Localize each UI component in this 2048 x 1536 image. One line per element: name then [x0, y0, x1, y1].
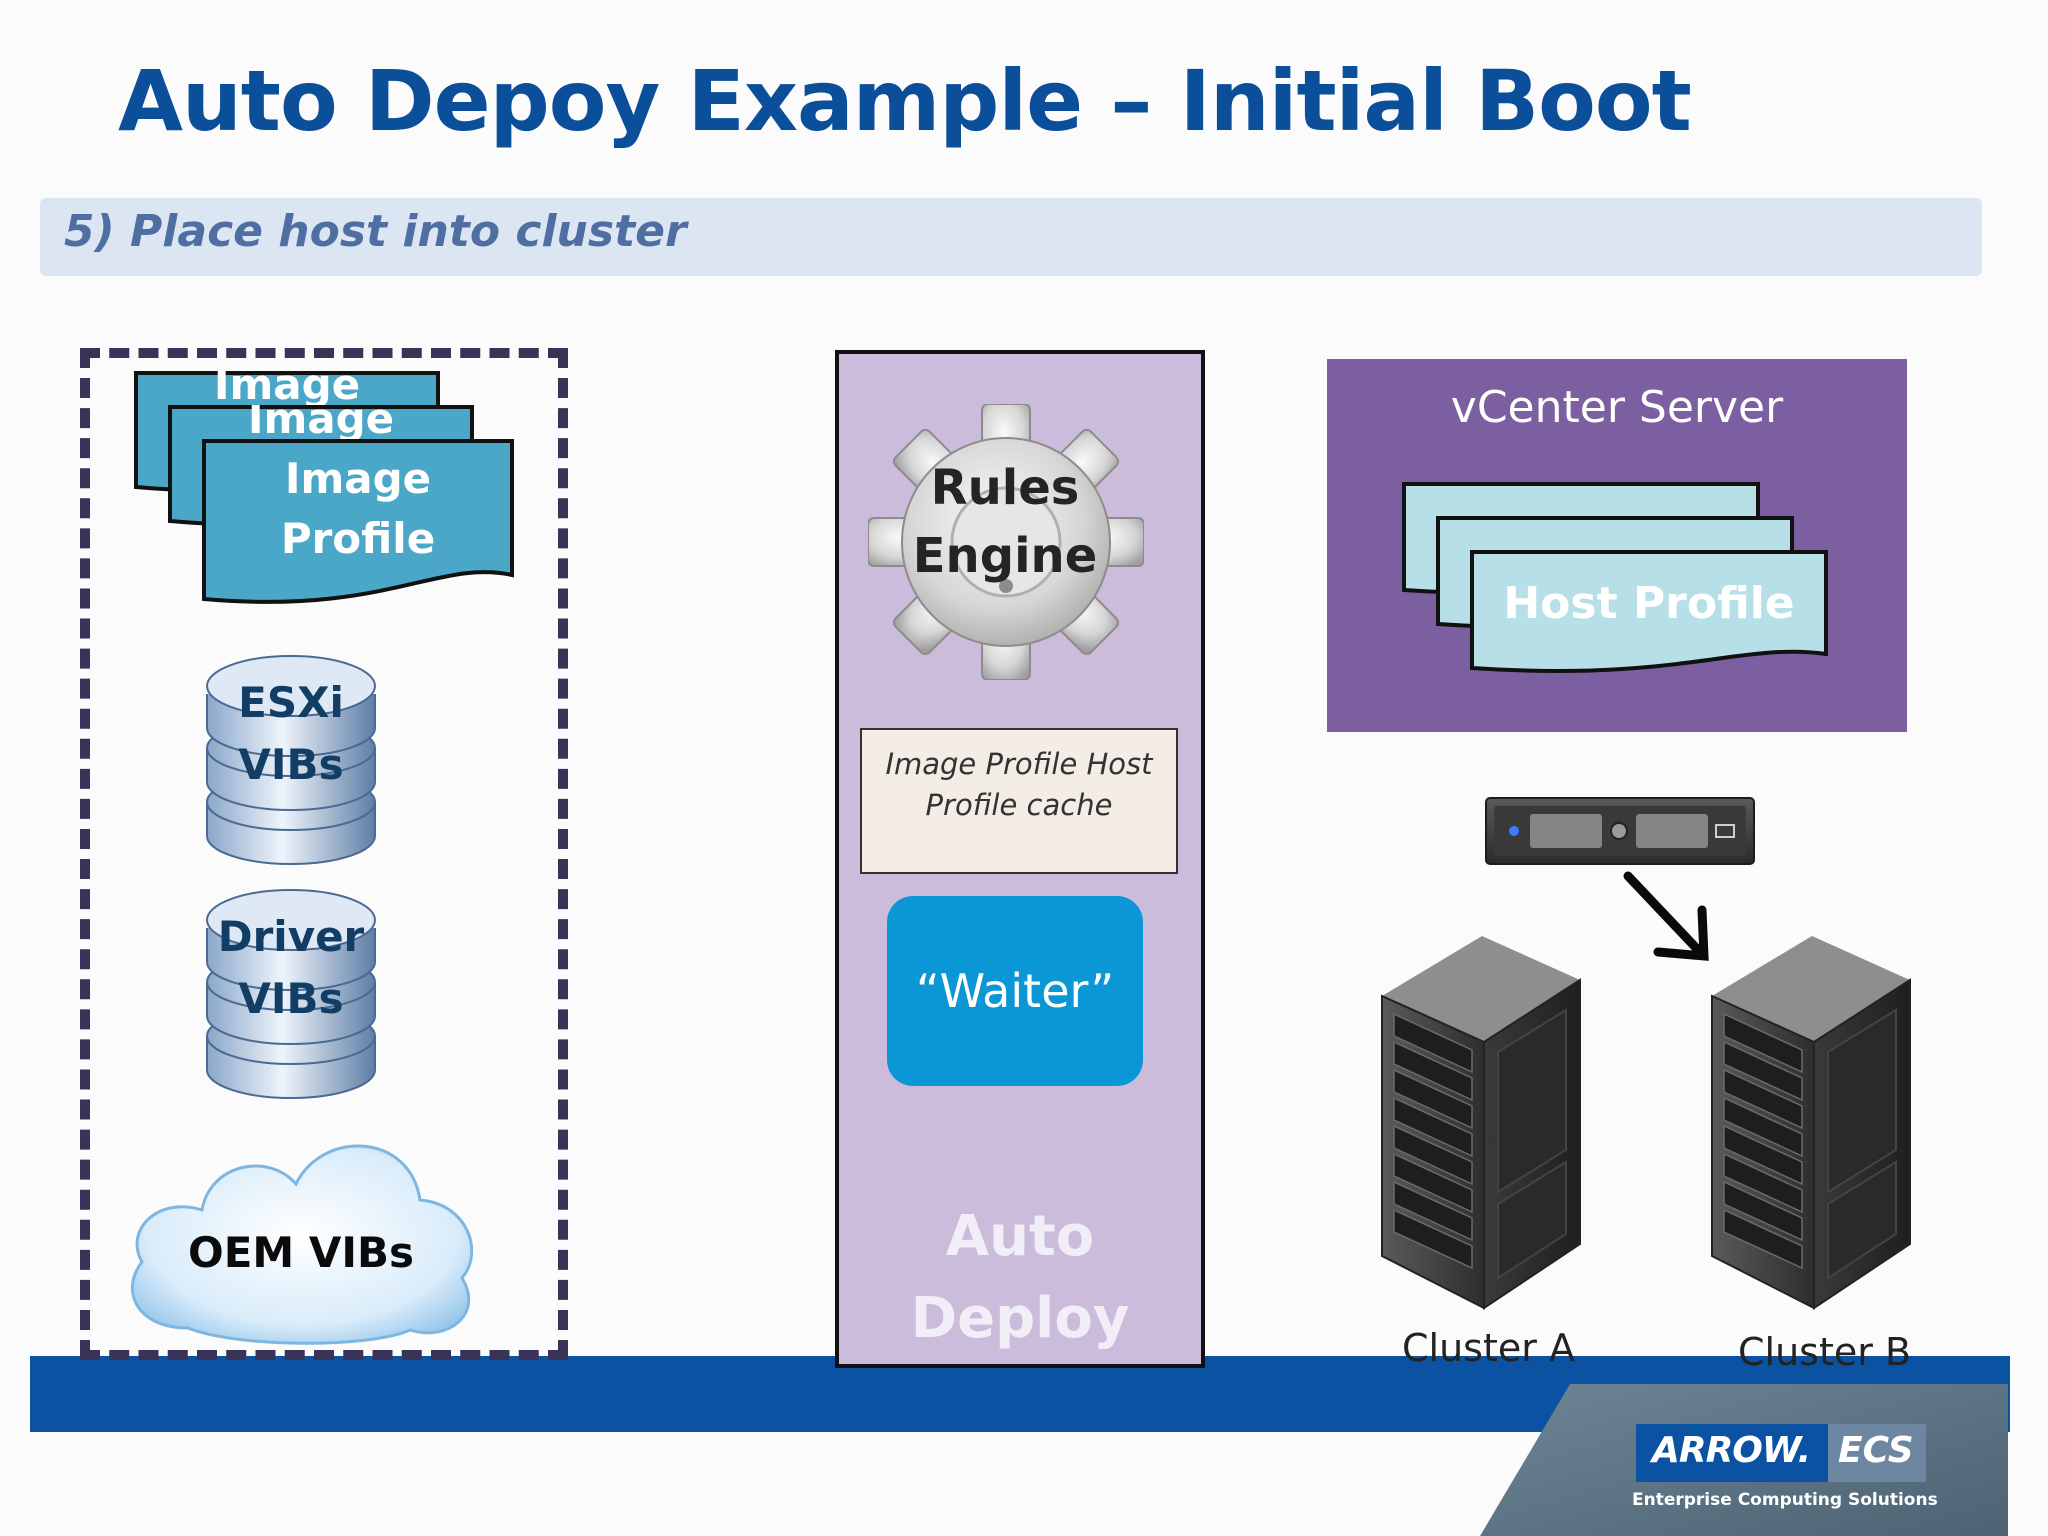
image-profile-back-text: Image: [213, 371, 361, 409]
cluster-a-label: Cluster A: [1402, 1326, 1575, 1370]
brand-logo-ecs: ECS: [1838, 1430, 1914, 1471]
esxi-vibs-database: ESXi VIBs: [203, 652, 379, 868]
vcenter-server-title: vCenter Server: [1450, 382, 1784, 433]
brand-logo-ecs-box: [1828, 1424, 1926, 1482]
brand-logo-main: ARROW.: [1652, 1430, 1811, 1471]
image-profile-card-front: Image Profile: [202, 439, 514, 611]
waiter-box: “Waiter”: [887, 896, 1143, 1086]
cluster-b-label: Cluster B: [1738, 1330, 1912, 1374]
image-builder-group: [80, 348, 568, 1360]
oem-vibs-label: OEM VIBs: [188, 1228, 414, 1277]
rules-engine-line-2: Engine: [912, 528, 1098, 584]
image-profile-line-1: Image: [284, 454, 432, 503]
driver-vibs-line-1: Driver: [217, 912, 365, 961]
waiter-label: “Waiter”: [915, 964, 1115, 1018]
image-profile-middle-text: Image: [247, 405, 395, 443]
brand-logo: ARROW. ECS Enterprise Computing Solution…: [1632, 1418, 1938, 1516]
database-icon: [206, 655, 376, 865]
brand-tagline: Enterprise Computing Solutions: [1632, 1490, 1938, 1510]
server-rack-icon: [1711, 936, 1911, 1310]
image-profile-host-profile-cache: Image Profile Host Profile cache: [860, 728, 1178, 874]
auto-deploy-line-1: Auto: [945, 1204, 1095, 1269]
auto-deploy-label: Auto Deploy: [835, 1196, 1205, 1360]
server-rack-icon: [1381, 936, 1581, 1310]
database-icon: [206, 889, 376, 1099]
image-profile-line-2: Profile: [280, 514, 436, 563]
cache-line-1: Image Profile Host: [885, 747, 1153, 781]
esxi-vibs-line-2: VIBs: [238, 740, 344, 789]
host-profile-card-front: Host Profile: [1470, 550, 1828, 678]
auto-deploy-line-2: Deploy: [910, 1286, 1130, 1351]
arrow-icon: [1623, 871, 1709, 961]
rules-engine-line-1: Rules: [930, 460, 1080, 516]
slide-title: Auto Depoy Example – Initial Boot: [118, 52, 1692, 150]
host-profile-label: Host Profile: [1503, 578, 1795, 629]
oem-vibs-cloud: OEM VIBs: [118, 1122, 484, 1354]
cloud-icon: [131, 1144, 474, 1345]
rules-engine-label: Rules Engine: [870, 454, 1140, 590]
driver-vibs-database: Driver VIBs: [203, 886, 379, 1102]
subtitle-bar: [40, 198, 1982, 276]
cache-line-2: Profile cache: [925, 788, 1113, 822]
esxi-vibs-line-1: ESXi: [238, 678, 344, 727]
slide-subtitle: 5) Place host into cluster: [64, 206, 687, 257]
server-icon: [1485, 797, 1755, 865]
gear-icon: [868, 404, 1144, 680]
driver-vibs-line-2: VIBs: [238, 974, 344, 1023]
